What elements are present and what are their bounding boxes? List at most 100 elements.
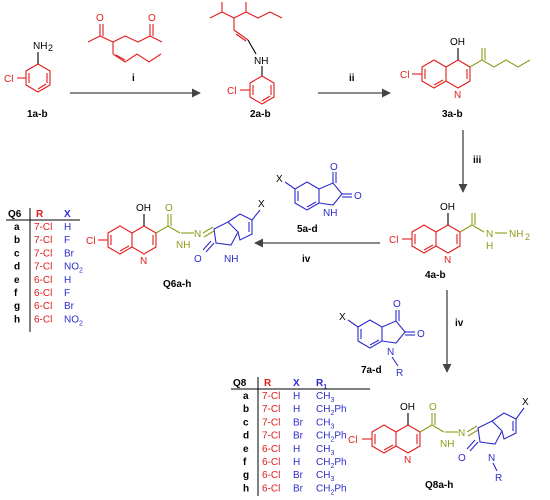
label-compound-q6: Q6a-h <box>163 279 191 290</box>
atom-o-5a: O <box>330 162 338 173</box>
atom-n-7: N <box>387 347 394 358</box>
atom-n-q6: N <box>140 256 147 267</box>
compound-q8-structure: OH N Cl O NH N X O N R <box>348 397 529 484</box>
compound-4-structure: OH N N H NH 2 Cl <box>389 202 530 266</box>
q8-row-c-id: c <box>243 417 249 428</box>
atom-cl-4: Cl <box>389 235 398 246</box>
q6-row-b-id: b <box>14 235 20 246</box>
atom-o-2: O <box>148 13 156 24</box>
compound-q6-structure: OH N Cl O NH N X O NH <box>86 199 265 267</box>
atom-nh2-hydrazide: NH <box>509 229 523 240</box>
atom-o-1: O <box>96 13 104 24</box>
q6-row-e-r: 6-Cl <box>34 275 52 286</box>
q6-row-f-r: 6-Cl <box>34 288 52 299</box>
q6-row-d-x: NO2 <box>64 262 83 275</box>
q8-row-a-r1: CH3 <box>316 391 334 404</box>
label-compound-1: 1a-b <box>27 109 48 120</box>
q6-row-g-x: Br <box>64 301 75 312</box>
q8-row-e-r: 6-Cl <box>262 444 280 455</box>
q6-row-f-x: F <box>64 288 70 299</box>
q8-header-2: X <box>293 378 300 389</box>
atom-cl-2: Cl <box>227 86 236 97</box>
label-compound-3: 3a-b <box>442 109 463 120</box>
q8-row-f-x: H <box>293 457 300 468</box>
q8-row-c-r: 7-Cl <box>262 417 280 428</box>
label-compound-5: 5a-d <box>297 224 318 235</box>
atom-n2-q8: N <box>458 428 465 439</box>
q8-row-d-id: d <box>243 431 249 442</box>
compound-1-structure: NH 2 Cl <box>4 41 53 93</box>
q6-row-d-r: 7-Cl <box>34 262 52 273</box>
atom-oh-q6: OH <box>136 203 151 214</box>
reagent-malonate-structure: O O <box>87 13 163 63</box>
q6-row-h-id: h <box>14 314 20 325</box>
atom-r-q8: R <box>495 473 502 484</box>
atom-nh2: NH <box>33 41 47 52</box>
q8-row-d-x: Br <box>293 431 304 442</box>
q6-row-b-r: 7-Cl <box>34 235 52 246</box>
atom-n2-q6: N <box>194 229 201 240</box>
atom-cl-3: Cl <box>400 70 409 81</box>
atom-h-hydrazide: H <box>486 241 493 252</box>
atom-n-q8: N <box>404 455 411 466</box>
compound-5-structure: O O NH X <box>276 162 362 219</box>
q8-row-b-r1: CH2Ph <box>316 404 347 417</box>
q8-row-f-r1: CH2Ph <box>316 457 347 470</box>
atom-nh-q8: NH <box>440 439 454 450</box>
q8-header-1: R <box>264 378 272 389</box>
q8-row-e-x: H <box>293 444 300 455</box>
atom-cl-q6: Cl <box>86 236 95 247</box>
atom-x-5: X <box>276 174 283 185</box>
q6-row-c-id: c <box>14 248 20 259</box>
q6-row-a-r: 7-Cl <box>34 222 52 233</box>
label-compound-7: 7a-d <box>361 365 382 376</box>
q6-header-2: X <box>64 209 71 220</box>
q8-row-g-r: 6-Cl <box>262 470 280 481</box>
step-label-iii: iii <box>473 155 482 166</box>
atom-o-q6: O <box>165 203 173 214</box>
atom-cl-1: Cl <box>4 74 13 85</box>
q8-row-a-id: a <box>243 391 249 402</box>
q8-row-b-r: 7-Cl <box>262 404 280 415</box>
q8-row-f-r: 6-Cl <box>262 457 280 468</box>
atom-n-isatin-q8: N <box>488 453 495 464</box>
q8-row-d-r1: CH2Ph <box>316 431 347 444</box>
step-label-iv-a: iv <box>302 254 311 265</box>
q6-row-h-r: 6-Cl <box>34 314 52 325</box>
label-compound-4: 4a-b <box>425 270 446 281</box>
compound-7-structure: O O N R X <box>339 299 425 379</box>
atom-x-7: X <box>339 312 346 323</box>
q8-row-g-x: Br <box>293 470 304 481</box>
q8-row-h-r: 6-Cl <box>262 483 280 494</box>
atom-o-isatin-q6: O <box>194 254 202 265</box>
atom-n-3: N <box>454 90 461 101</box>
q6-header-1: R <box>36 209 44 220</box>
q8-row-e-id: e <box>243 444 249 455</box>
atom-nh-5: NH <box>323 208 337 219</box>
atom-n-4: N <box>444 255 451 266</box>
atom-x-q8: X <box>522 397 529 408</box>
atom-nh-isatin-q6: NH <box>224 254 238 265</box>
q6-header-0: Q6 <box>8 209 22 220</box>
compound-2-structure: NH Cl <box>209 2 283 105</box>
atom-nh-2: NH <box>254 56 268 67</box>
q8-row-a-x: H <box>293 391 300 402</box>
label-compound-q8: Q8a-h <box>425 480 453 491</box>
atom-oh-3: OH <box>450 37 465 48</box>
atom-cl-q8: Cl <box>348 435 357 446</box>
q6-row-a-x: H <box>64 222 71 233</box>
q8-row-c-r1: CH3 <box>316 417 334 430</box>
q8-header-3: R1 <box>316 378 327 391</box>
q8-row-h-id: h <box>243 483 249 494</box>
q8-header-0: Q8 <box>233 378 247 389</box>
q6-row-h-x: NO2 <box>64 314 83 327</box>
q8-row-g-r1: CH3 <box>316 470 334 483</box>
q6-row-c-r: 7-Cl <box>34 248 52 259</box>
q6-row-g-id: g <box>14 301 20 312</box>
atom-oh-4: OH <box>440 202 455 213</box>
q6-row-a-id: a <box>14 222 20 233</box>
q8-row-d-r: 7-Cl <box>262 431 280 442</box>
atom-nh-q6: NH <box>176 240 190 251</box>
